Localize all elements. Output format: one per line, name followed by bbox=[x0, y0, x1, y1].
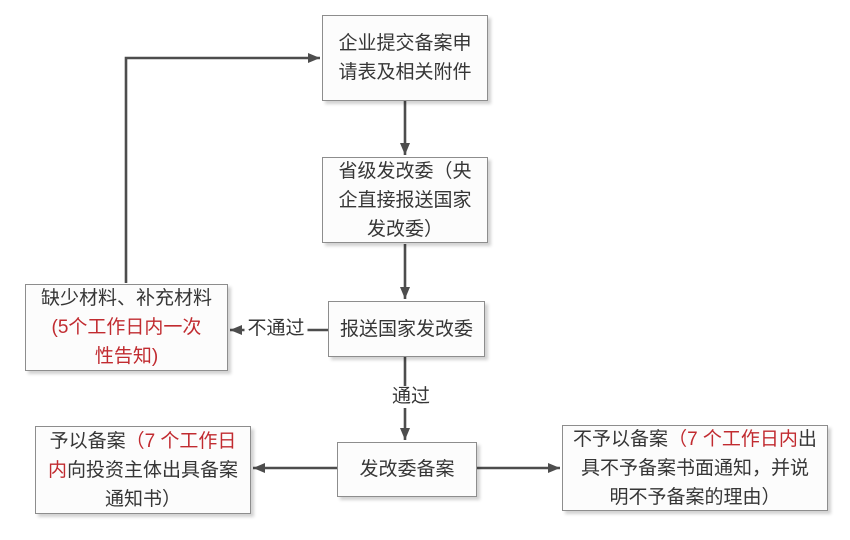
node-missing-materials: 缺少材料、补充材料(5个工作日内一次性告知) bbox=[25, 284, 228, 371]
node-missing-materials-label: 缺少材料、补充材料(5个工作日内一次性告知) bbox=[40, 288, 212, 367]
edge-label-pass: 通过 bbox=[388, 386, 434, 408]
node-submit-application: 企业提交备案申请表及相关附件 bbox=[322, 15, 488, 101]
node-provincial-ndrc: 省级发改委（央企直接报送国家发改委） bbox=[322, 157, 488, 243]
node-provincial-ndrc-label: 省级发改委（央企直接报送国家发改委） bbox=[338, 160, 472, 240]
node-report-national-ndrc-label: 报送国家发改委 bbox=[339, 318, 473, 340]
arrow-missing-loop-to-top bbox=[124, 53, 320, 283]
node-ndrc-filing-label: 发改委备案 bbox=[359, 459, 455, 480]
node-ndrc-filing: 发改委备案 bbox=[337, 442, 477, 497]
node-approve-filing: 予以备案（7 个工作日内向投资主体出具备案通知书） bbox=[35, 426, 251, 514]
node-approve-filing-label: 予以备案（7 个工作日内向投资主体出具备案通知书） bbox=[47, 430, 239, 510]
node-reject-filing-label: 不予以备案（7 个工作日内出具不予备案书面通知，并说明不予备案的理由） bbox=[573, 428, 817, 508]
node-reject-filing: 不予以备案（7 个工作日内出具不予备案书面通知，并说明不予备案的理由） bbox=[562, 425, 828, 511]
node-report-national-ndrc: 报送国家发改委 bbox=[328, 301, 485, 357]
node-submit-application-label: 企业提交备案申请表及相关附件 bbox=[338, 33, 472, 83]
edge-label-fail: 不通过 bbox=[244, 318, 308, 340]
